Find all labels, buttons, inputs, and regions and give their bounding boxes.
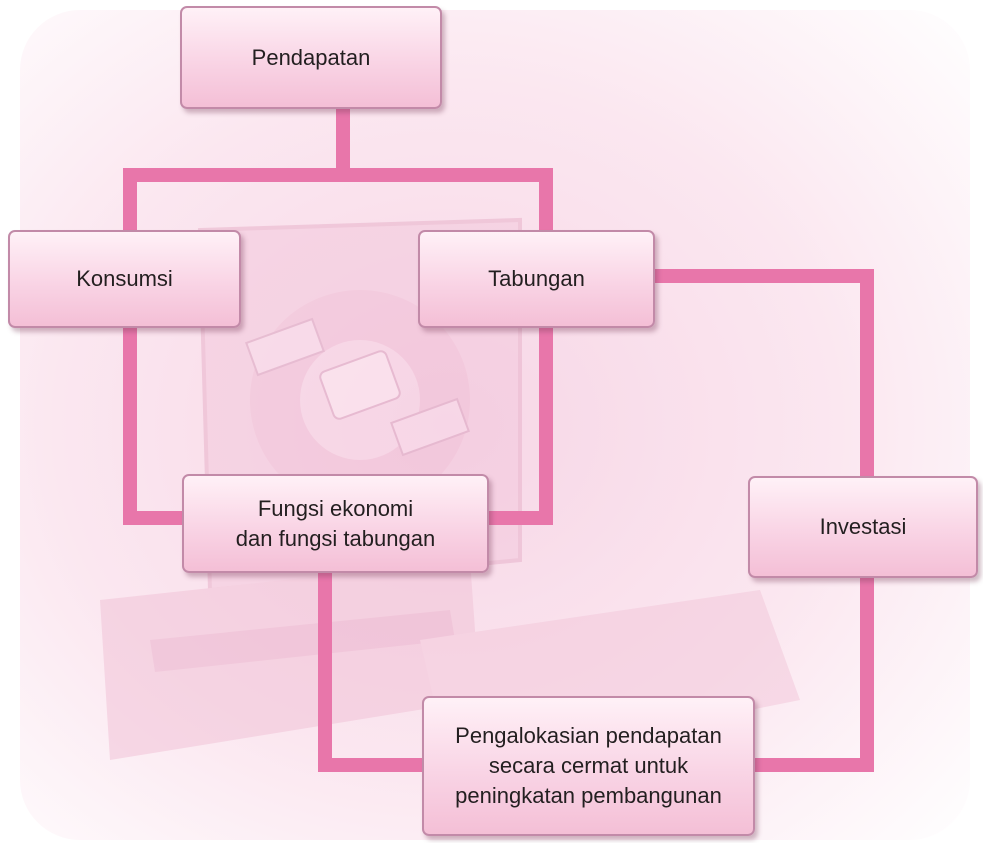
node-investasi-label: Investasi: [819, 514, 907, 539]
node-fungsi-label: Fungsi ekonomi dan fungsi tabungan: [235, 495, 436, 551]
node-pendapatan: Pendapatan: [180, 6, 442, 109]
node-investasi: Investasi: [748, 476, 978, 578]
node-fungsi: Fungsi ekonomi dan fungsi tabungan: [182, 474, 489, 573]
connector-tabungan-fungsi: [488, 327, 553, 525]
node-konsumsi: Konsumsi: [8, 230, 241, 328]
connector-investasi-pengalokasian: [754, 578, 874, 772]
connectors: [123, 108, 874, 772]
connector-konsumsi-fungsi: [123, 327, 185, 525]
connector-pendapatan-konsumsi: [123, 108, 350, 232]
node-pengalokasian: Pengalokasian pendapatan secara cermat u…: [422, 696, 755, 836]
connector-pendapatan-tabungan: [343, 168, 553, 232]
node-tabungan-label: Tabungan: [488, 266, 585, 291]
satellite-illustration: [245, 317, 470, 457]
node-konsumsi-label: Konsumsi: [76, 266, 173, 291]
node-pengalokasian-label: Pengalokasian pendapatan secara cermat u…: [455, 723, 722, 808]
node-tabungan: Tabungan: [418, 230, 655, 328]
disk-drive-illustration: [150, 610, 455, 672]
computer-case-illustration: [100, 560, 480, 760]
connector-fungsi-pengalokasian: [318, 573, 422, 772]
connector-tabungan-investasi: [655, 269, 874, 478]
node-pendapatan-label: Pendapatan: [251, 44, 371, 70]
